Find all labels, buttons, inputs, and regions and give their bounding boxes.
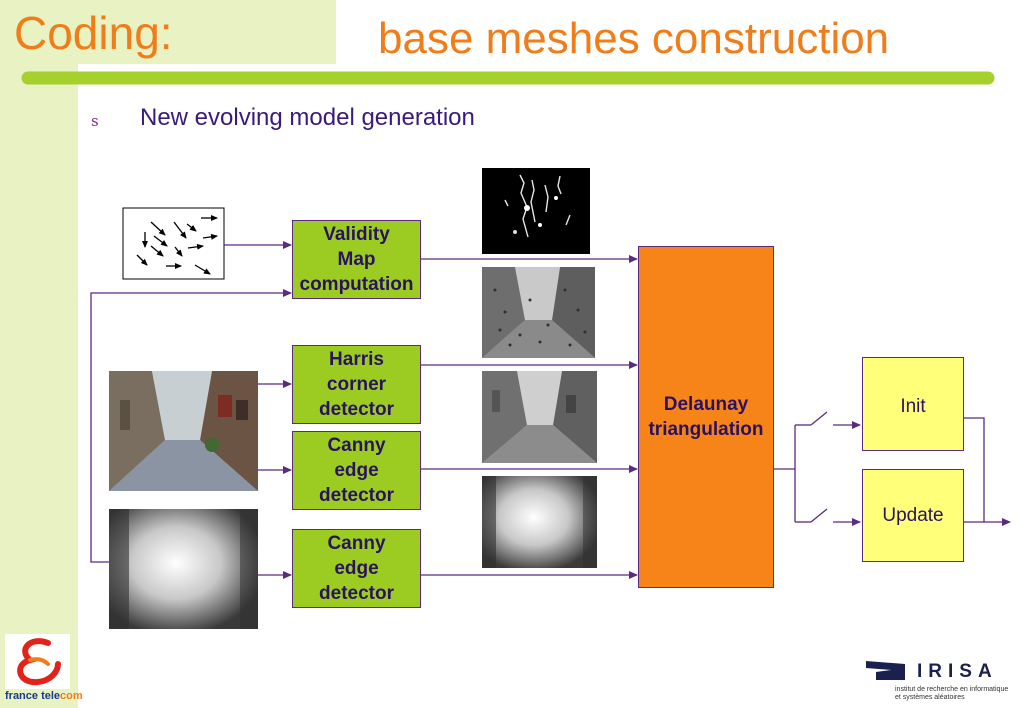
france-telecom-wordmark: france telecom bbox=[5, 690, 83, 702]
validity-map-image bbox=[482, 168, 590, 254]
validity-map-box: Validity Map computation bbox=[292, 220, 421, 299]
title-prefix: Coding: bbox=[14, 7, 173, 59]
bullet-text: New evolving model generation bbox=[140, 104, 475, 131]
canny-edges-image bbox=[482, 371, 597, 463]
delaunay-box: Delaunay triangulation bbox=[638, 246, 774, 588]
bullet-marker: s bbox=[91, 112, 99, 130]
canny-detector-box-2: Canny edge detector bbox=[292, 529, 421, 608]
side-band bbox=[0, 0, 78, 708]
street-photo-image bbox=[109, 371, 258, 491]
connectors bbox=[90, 241, 1011, 579]
irisa-logo bbox=[866, 661, 905, 680]
irisa-subtitle: institut de recherche en informatique et… bbox=[895, 686, 1009, 701]
depth-map-image bbox=[109, 509, 258, 629]
motion-vector-field-image bbox=[122, 207, 225, 280]
init-box: Init bbox=[862, 357, 964, 451]
harris-corners-image bbox=[482, 267, 595, 358]
update-box: Update bbox=[862, 469, 964, 562]
irisa-wordmark: IRISA bbox=[917, 661, 998, 682]
france-telecom-word2: com bbox=[60, 690, 83, 702]
france-telecom-logo bbox=[5, 634, 70, 689]
canny-detector-box-1: Canny edge detector bbox=[292, 431, 421, 510]
page-title: base meshes construction bbox=[378, 14, 890, 63]
france-telecom-word1: france tele bbox=[5, 690, 61, 702]
title-background bbox=[0, 0, 336, 64]
depth-edges-image bbox=[482, 476, 597, 568]
harris-detector-box: Harris corner detector bbox=[292, 345, 421, 424]
